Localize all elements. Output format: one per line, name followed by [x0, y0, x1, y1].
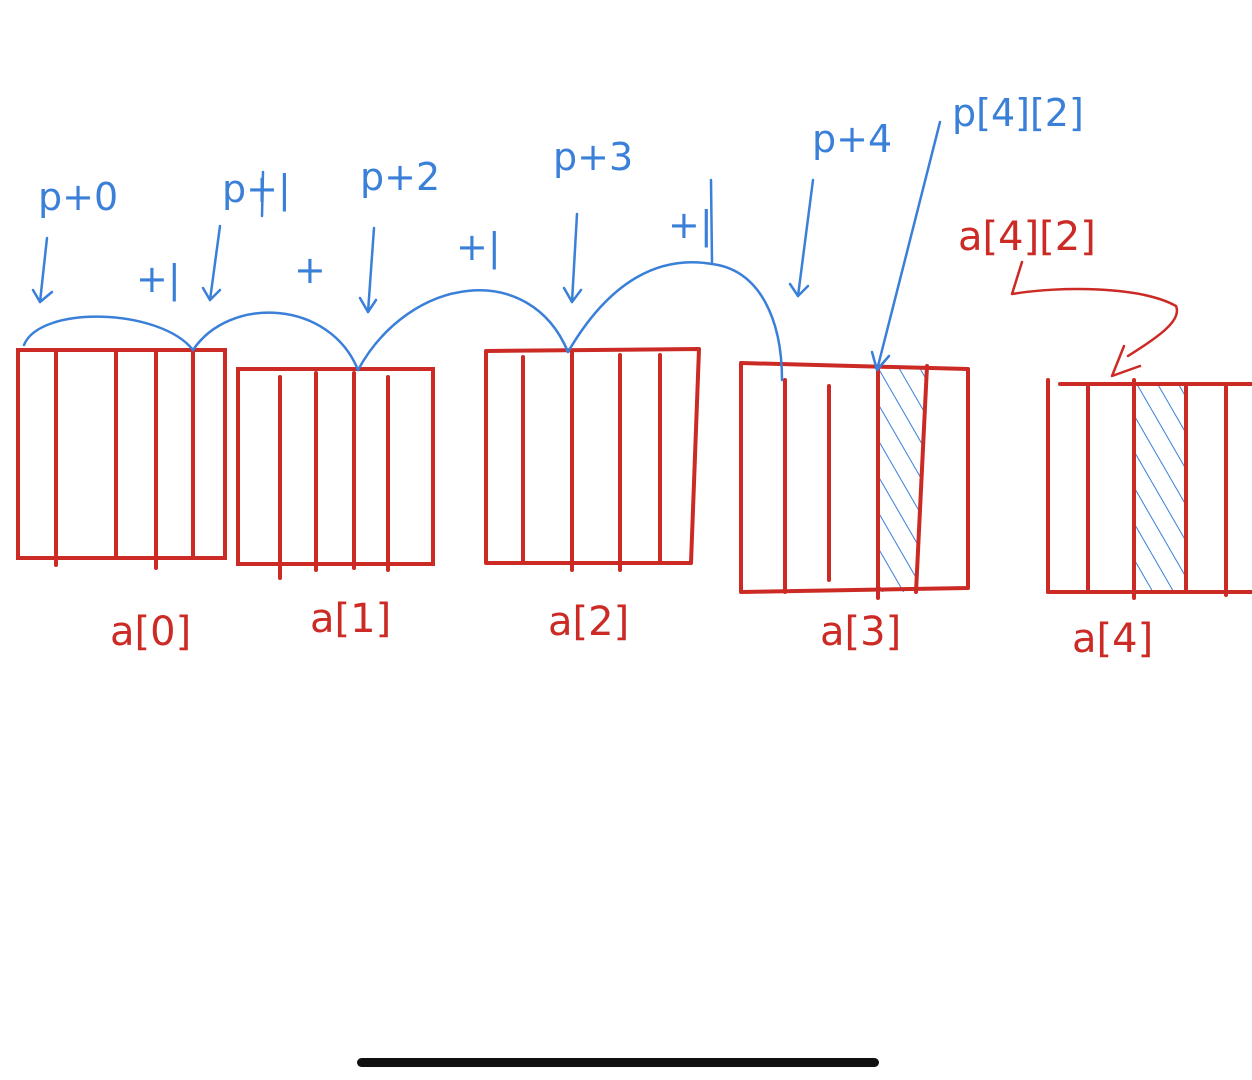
row-block-a3-outline [739, 361, 970, 594]
row-label: a[3] [820, 609, 901, 655]
row-block-a3 [739, 361, 970, 600]
row-label: a[0] [110, 609, 191, 655]
arrow-icon [208, 224, 222, 302]
row-label: a[2] [548, 599, 629, 645]
arrow-icon [1110, 344, 1142, 378]
home-indicator[interactable] [357, 1058, 879, 1067]
step-labels: +| + +| +| [136, 203, 713, 302]
pointer-label: p+2 [360, 155, 440, 199]
hatched-element-a3 [878, 366, 927, 592]
arrow-icon [38, 236, 49, 304]
row-block-a4 [1046, 378, 1252, 600]
arrow-icon [562, 286, 583, 304]
row-block-a0-outline [16, 348, 227, 560]
jump-arc [566, 261, 784, 382]
arrow-icon [870, 350, 891, 372]
element-label: a[4][2] [958, 214, 1096, 260]
jump-arc [22, 315, 195, 352]
arrow-icon [201, 286, 222, 302]
element-indicator-line [1010, 260, 1179, 358]
tick-mark [709, 178, 714, 264]
arrow-icon [875, 120, 942, 372]
step-label: +| [668, 203, 713, 248]
row-block-a2-outline [484, 347, 701, 565]
pointer-label: p+4 [812, 117, 892, 161]
arrow-icon [788, 282, 810, 298]
pointer-label: p+| [222, 167, 291, 212]
jump-arc [191, 311, 360, 372]
row-block-a0 [16, 348, 227, 570]
pointer-arrows [31, 120, 942, 372]
step-label: +| [136, 257, 181, 302]
arrow-icon [31, 288, 54, 304]
row-labels: a[0] a[1] a[2] a[3] a[4] [110, 596, 1153, 662]
row-label: a[1] [310, 596, 391, 642]
arrow-icon [366, 226, 376, 314]
pointer-label: p+0 [38, 175, 118, 219]
element-indicator [1010, 260, 1179, 378]
row-label: a[4] [1072, 616, 1153, 662]
element-pointer-label: p[4][2] [952, 91, 1084, 135]
row-block-a2 [484, 347, 701, 572]
step-label: +| [456, 225, 501, 270]
pointer-label: p+3 [553, 135, 633, 179]
row-block-a1-outline [236, 367, 435, 566]
jump-arcs [22, 261, 784, 382]
step-label: + [294, 248, 326, 292]
tick-mark [260, 170, 265, 218]
hatched-element-a4 [1134, 385, 1184, 593]
jump-arc [356, 289, 570, 372]
pointer-labels: p+0 p+| p+2 p+3 p+4 p[4][2] [38, 91, 1084, 219]
arrow-icon [796, 178, 815, 298]
arrow-icon [570, 212, 579, 304]
arrow-icon [358, 296, 378, 314]
row-block-a3-divider [914, 364, 929, 594]
row-block-a1 [236, 367, 435, 580]
